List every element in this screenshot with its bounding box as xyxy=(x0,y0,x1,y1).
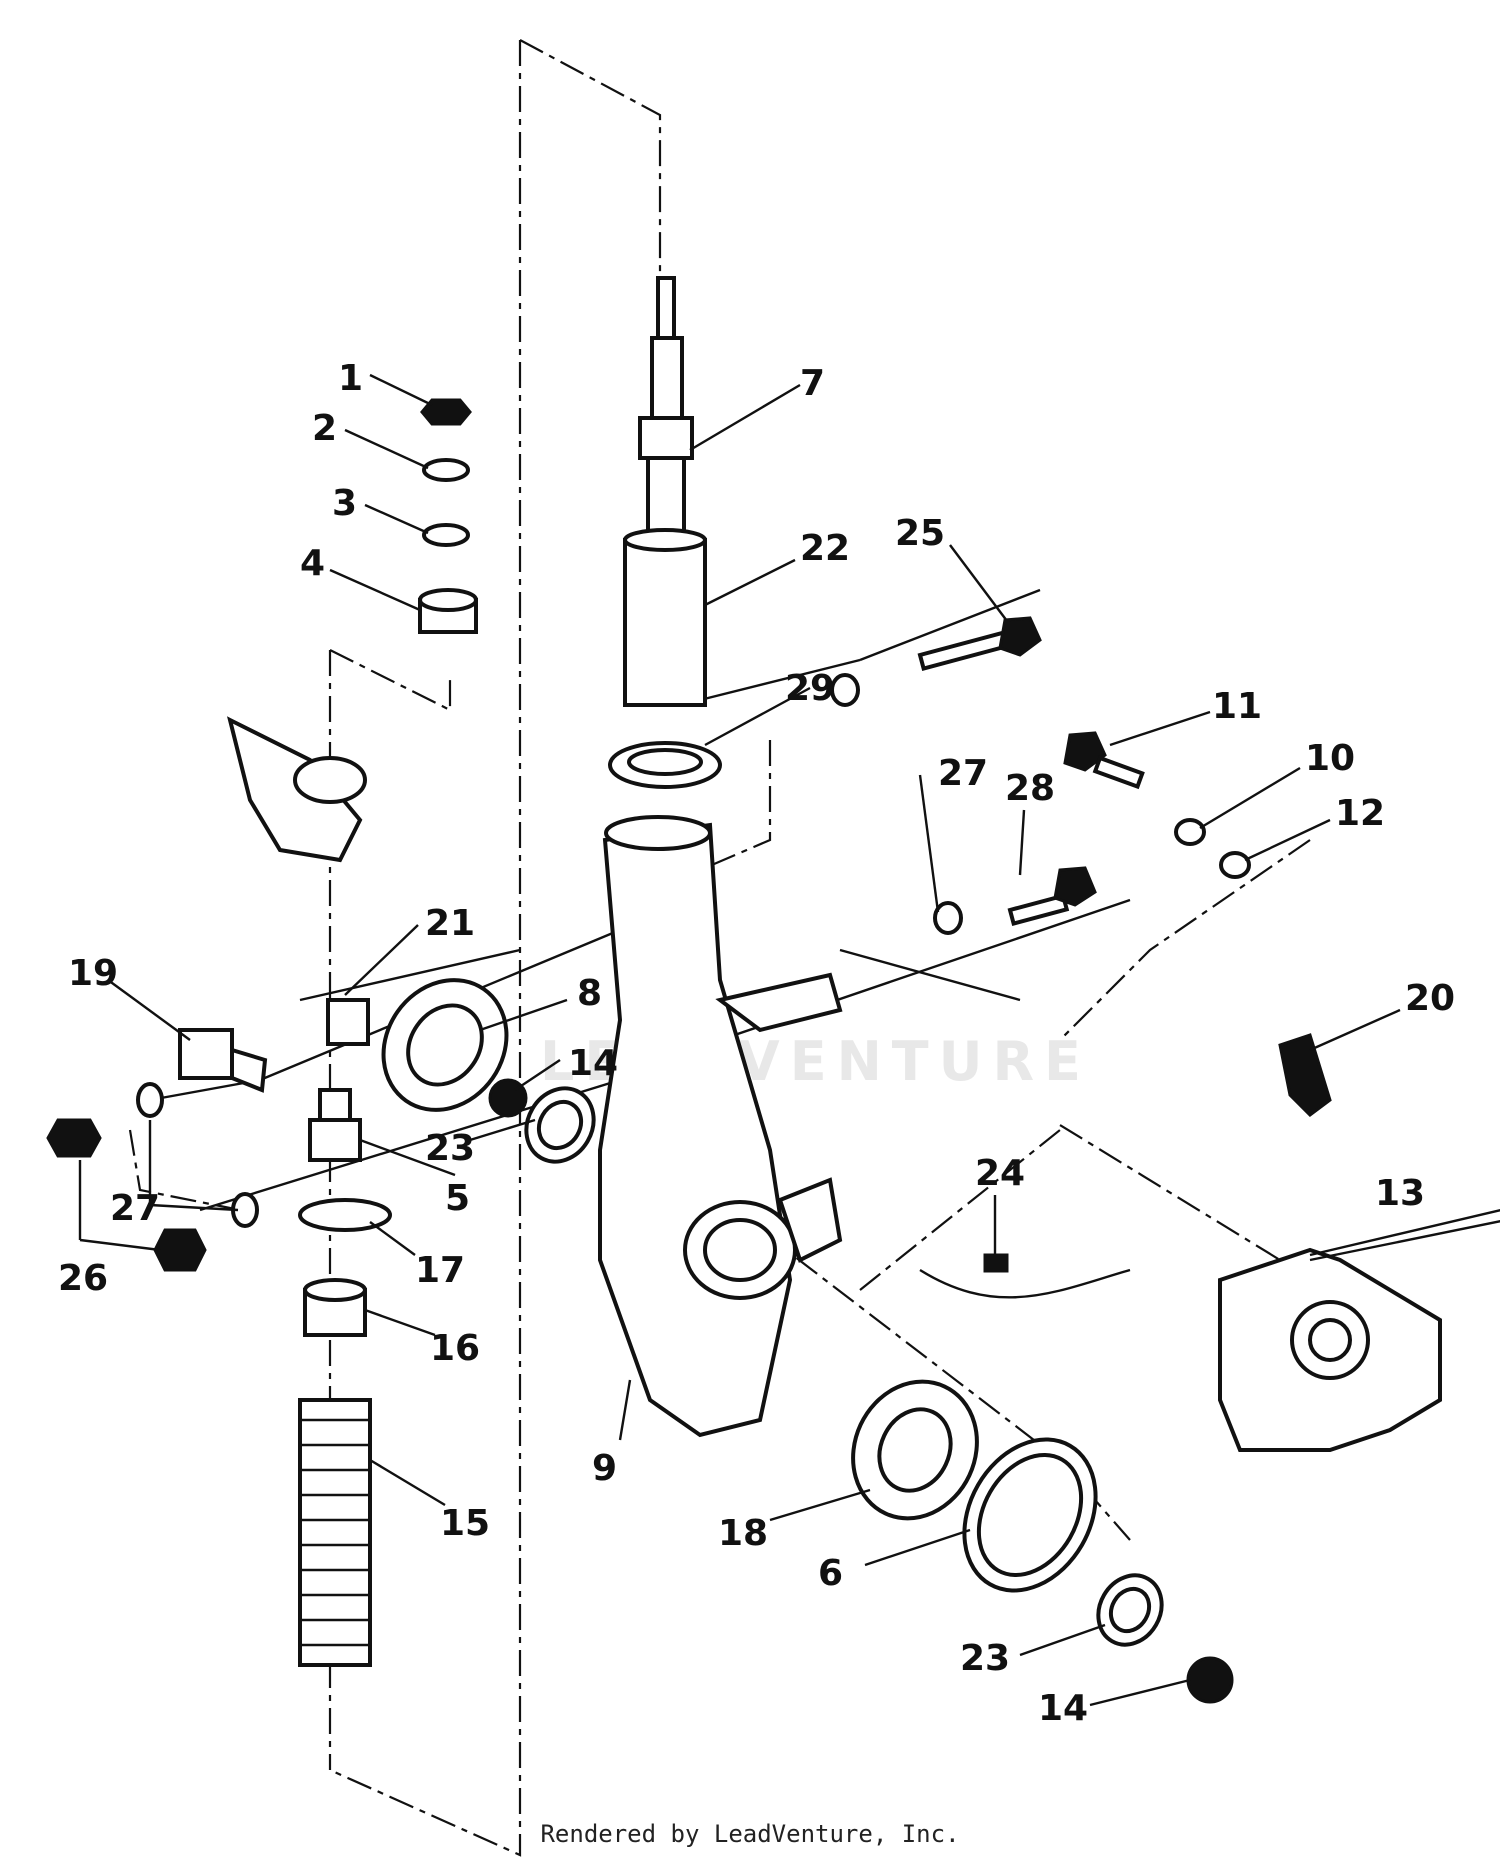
callout-12: 12 xyxy=(1335,793,1385,834)
callout-11: 11 xyxy=(1212,686,1262,727)
part-7-shaft xyxy=(638,276,694,540)
callout-2: 2 xyxy=(312,408,337,449)
callout-14-bottom: 14 xyxy=(1038,1688,1088,1729)
callout-29: 29 xyxy=(785,668,835,709)
part-12-washer xyxy=(1219,851,1251,879)
part-25-bolt xyxy=(917,616,1042,671)
parts-1-4-stack xyxy=(418,398,478,634)
part-22-sleeve xyxy=(623,528,707,707)
part-11-bolt xyxy=(1063,731,1145,790)
part-15-spring xyxy=(298,1398,372,1667)
part-23-race-top xyxy=(524,1086,596,1164)
callout-24: 24 xyxy=(975,1153,1025,1194)
callout-23-top: 23 xyxy=(425,1128,475,1169)
brake-cable xyxy=(919,1268,1131,1299)
callout-3: 3 xyxy=(332,483,357,524)
callout-7: 7 xyxy=(800,363,825,404)
part-21-fitting xyxy=(326,998,370,1046)
part-27-washer-a xyxy=(136,1082,164,1118)
leader-lines xyxy=(78,373,1500,1707)
part-27-washer-c xyxy=(830,673,860,707)
callout-26: 26 xyxy=(58,1258,108,1299)
callout-21: 21 xyxy=(425,903,475,944)
callout-labels: 1 2 3 4 5 6 7 8 9 10 11 12 13 14 14 15 1… xyxy=(58,358,1455,1729)
part-9-housing xyxy=(598,815,843,1438)
callout-10: 10 xyxy=(1305,738,1355,779)
callout-9: 9 xyxy=(592,1448,617,1489)
callout-20: 20 xyxy=(1405,978,1455,1019)
callout-1: 1 xyxy=(338,358,363,399)
part-28-bolt xyxy=(1007,866,1097,926)
part-19-clamp xyxy=(178,1028,268,1093)
callout-27-right: 27 xyxy=(938,753,988,794)
callout-13: 13 xyxy=(1375,1173,1425,1214)
part-26-nut-a xyxy=(46,1118,102,1158)
callout-22: 22 xyxy=(800,528,850,569)
callout-4: 4 xyxy=(300,543,325,584)
part-8-seal xyxy=(381,978,509,1112)
part-24-screw xyxy=(983,1253,1009,1273)
part-16-bushing xyxy=(303,1278,367,1337)
part-6-cup xyxy=(962,1437,1098,1593)
part-14-nut-bottom xyxy=(1186,1656,1234,1704)
callout-16: 16 xyxy=(430,1328,480,1369)
callout-17: 17 xyxy=(415,1250,465,1291)
footer-credit: Rendered by LeadVenture, Inc. xyxy=(540,1820,960,1848)
callout-27-left: 27 xyxy=(110,1188,160,1229)
callout-28: 28 xyxy=(1005,768,1055,809)
part-29-washer xyxy=(608,741,722,789)
part-5-fitting xyxy=(308,1088,362,1162)
callout-8: 8 xyxy=(577,973,602,1014)
callout-25: 25 xyxy=(895,513,945,554)
part-17-plate xyxy=(298,1198,392,1232)
callout-18: 18 xyxy=(718,1513,768,1554)
part-26-nut-b xyxy=(153,1228,207,1272)
part-18-washer xyxy=(851,1379,979,1521)
callout-19: 19 xyxy=(68,953,118,994)
callout-15: 15 xyxy=(440,1503,490,1544)
callout-5: 5 xyxy=(445,1178,470,1219)
callout-14-top: 14 xyxy=(568,1043,618,1084)
part-13-caliper xyxy=(1218,1247,1442,1452)
part-27-washer-d xyxy=(933,901,963,935)
frame-bracket xyxy=(227,716,367,863)
callout-23-bottom: 23 xyxy=(960,1638,1010,1679)
part-20-key xyxy=(1278,1033,1332,1117)
part-10-washer xyxy=(1174,818,1206,846)
part-23-race-bottom xyxy=(1096,1573,1164,1647)
callout-6: 6 xyxy=(818,1553,843,1594)
